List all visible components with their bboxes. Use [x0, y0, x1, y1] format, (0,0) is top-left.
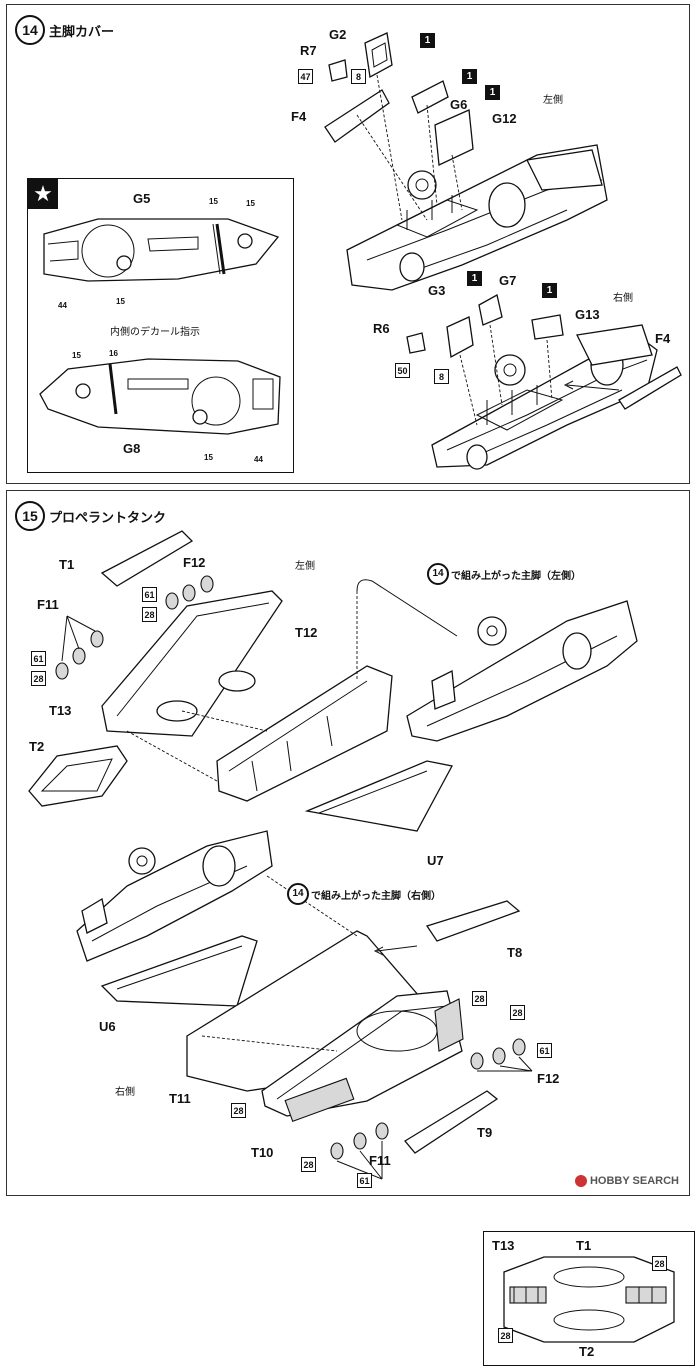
- step-number-14: 14: [15, 15, 45, 45]
- label-U7: U7: [427, 853, 444, 868]
- upper-tank-exploded: [28, 530, 458, 832]
- label-R7: R7: [300, 43, 317, 58]
- step-title-15: プロペラントタンク: [49, 510, 167, 525]
- left-main-gear-assembly: [346, 144, 608, 291]
- step-15-panel: 15 プロペラントタンク: [6, 490, 695, 1366]
- top-parts: [324, 32, 474, 221]
- label-F4-top: F4: [291, 109, 307, 124]
- decal-28f: 28: [301, 1157, 316, 1172]
- inset-label-T13: T13: [492, 1238, 515, 1253]
- bottom-parts: [406, 294, 682, 426]
- star-inset-box: ★ G5 15 15: [27, 178, 294, 473]
- ref-step-14-left: 14: [427, 563, 449, 585]
- star-inset-drawing: [39, 218, 281, 435]
- lower-tank-exploded: [186, 875, 521, 1154]
- decal-47: 47: [298, 69, 313, 84]
- ref-left-note: で組み上がった主脚（左側）: [451, 571, 581, 582]
- side-left-14: 左側: [543, 95, 563, 106]
- side-right-15: 右側: [115, 1087, 135, 1098]
- label-T8: T8: [507, 945, 523, 960]
- label-T9: T9: [477, 1125, 493, 1140]
- side-left-15: 左側: [295, 561, 315, 572]
- decal-44b: 44: [254, 455, 263, 464]
- callout-1d: 1: [467, 271, 482, 286]
- label-F12-bottom: F12: [537, 1071, 560, 1086]
- ref-right-note: で組み上がった主脚（右側）: [311, 891, 441, 902]
- inset-label-T2: T2: [579, 1344, 595, 1359]
- label-T13: T13: [49, 703, 72, 718]
- decal-28e: 28: [231, 1103, 246, 1118]
- step-number-15: 15: [15, 501, 45, 531]
- decal-28d: 28: [510, 1005, 525, 1020]
- upper-right-gear-reference: [406, 600, 638, 742]
- inset-decal-28b: 28: [652, 1256, 667, 1271]
- decal-61a: 61: [142, 587, 157, 602]
- hobby-search-logo-icon: [574, 1175, 587, 1187]
- decal-44a: 44: [58, 301, 67, 310]
- decal-61c: 61: [537, 1043, 552, 1058]
- decal-50: 50: [395, 363, 410, 378]
- callout-1c: 1: [485, 85, 500, 100]
- decal-15a: 15: [209, 197, 218, 206]
- decal-15b: 15: [246, 199, 255, 208]
- decal-15d: 15: [72, 351, 81, 360]
- label-G12: G12: [492, 111, 517, 126]
- decal-61b: 61: [31, 651, 46, 666]
- label-T1: T1: [59, 557, 75, 572]
- right-main-gear-assembly: [431, 324, 658, 470]
- decal-15e: 15: [204, 453, 213, 462]
- callout-1e: 1: [542, 283, 557, 298]
- label-F12-top: F12: [183, 555, 206, 570]
- label-R6: R6: [373, 321, 390, 336]
- inset-label-T1: T1: [576, 1238, 592, 1253]
- label-G13: G13: [575, 307, 600, 322]
- step-14-panel: 14 主脚カバー: [6, 4, 690, 484]
- label-G7: G7: [499, 273, 517, 288]
- decal-16: 16: [109, 349, 118, 358]
- step-14-drawing: [324, 32, 682, 470]
- star-icon: ★: [28, 179, 58, 209]
- label-F11-bottom: F11: [369, 1153, 391, 1168]
- label-F11-top: F11: [37, 597, 59, 612]
- callout-1a: 1: [420, 33, 435, 48]
- step-15-drawing: [28, 530, 638, 1180]
- label-G6: G6: [450, 97, 468, 112]
- decal-8b: 8: [434, 369, 449, 384]
- step-title-14: 主脚カバー: [49, 24, 115, 39]
- label-U6: U6: [99, 1019, 116, 1034]
- decal-61d: 61: [357, 1173, 372, 1188]
- decal-28b: 28: [31, 671, 46, 686]
- side-right-14: 右側: [613, 293, 633, 304]
- label-T11: T11: [169, 1091, 191, 1106]
- callout-1b: 1: [462, 69, 477, 84]
- lower-rings: [330, 1038, 533, 1180]
- label-T2: T2: [29, 739, 45, 754]
- inside-decal-note: 内側のデカール指示: [110, 327, 200, 338]
- decal-15c: 15: [116, 297, 125, 306]
- label-G8: G8: [123, 441, 141, 456]
- inset-box: T13 T1 28 28 T2: [483, 1231, 695, 1366]
- G8-cover-drawing: [39, 358, 281, 435]
- lower-left-gear-reference: [76, 830, 273, 1007]
- decal-28a: 28: [142, 607, 157, 622]
- label-T12: T12: [295, 625, 318, 640]
- watermark: HOBBY SEARCH: [574, 1175, 679, 1187]
- label-G5: G5: [133, 191, 151, 206]
- decal-28c: 28: [472, 991, 487, 1006]
- decal-8a: 8: [351, 69, 366, 84]
- upper-rings: [55, 575, 214, 680]
- inset-decal-28a: 28: [498, 1328, 513, 1343]
- label-G2: G2: [329, 27, 347, 42]
- label-G3: G3: [428, 283, 446, 298]
- label-T10: T10: [251, 1145, 274, 1160]
- G5-cover-drawing: [43, 218, 280, 282]
- ref-step-14-right: 14: [287, 883, 309, 905]
- label-F4-bottom: F4: [655, 331, 671, 346]
